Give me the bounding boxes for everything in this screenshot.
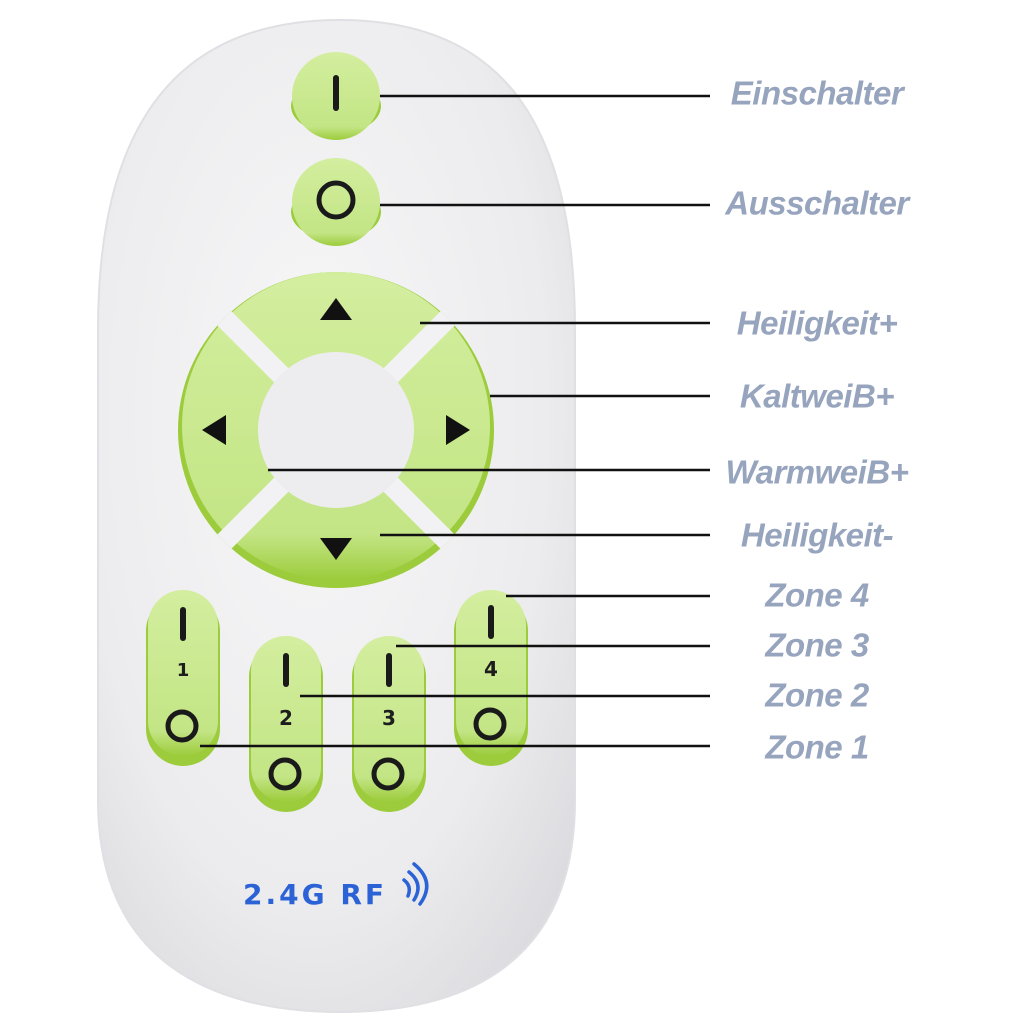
zone-2-number: 2 [279,706,293,730]
label-power-on: Einschalter [730,74,904,112]
zone-1-off-icon [165,709,199,743]
label-power-off: Ausschalter [725,184,909,222]
zone-3-off-icon [371,757,405,791]
zone-3-number: 3 [382,706,396,730]
arrow-right-icon [446,415,470,445]
zone-2-button[interactable]: 2 [249,636,323,812]
power-on-button[interactable] [291,52,381,140]
label-zone-4: Zone 4 [765,576,869,614]
label-cool-white: KaltweiB+ [739,377,895,415]
cool-white-button[interactable] [446,415,470,445]
power-off-button[interactable] [291,158,381,246]
zone-1-button[interactable]: 1 [146,590,220,766]
zone-4-off-icon [473,707,507,741]
label-brightness-up: Heiligkeit+ [736,304,898,342]
zone-4-number: 4 [484,657,498,681]
brightness-down-button[interactable] [320,538,352,560]
dpad-center [258,352,414,508]
arrow-down-icon [320,538,352,560]
power-off-icon [316,180,356,220]
label-zone-3: Zone 3 [765,626,869,664]
label-zone-2: Zone 2 [765,676,869,714]
dpad [178,272,494,588]
warm-white-button[interactable] [202,415,226,445]
label-warm-white: WarmweiB+ [725,453,909,491]
wifi-signal-icon [402,862,429,906]
zone-2-off-icon [268,757,302,791]
label-zone-1: Zone 1 [765,728,869,766]
zone-1-number: 1 [177,660,190,681]
brand-text: 2.4G RF [243,878,387,911]
leader-lines [200,94,710,748]
arrow-left-icon [202,415,226,445]
brightness-up-button[interactable] [320,298,352,320]
label-brightness-down: Heiligkeit- [740,516,894,554]
zone-4-button[interactable]: 4 [454,590,528,766]
zone-3-button[interactable]: 3 [352,636,426,812]
arrow-up-icon [320,298,352,320]
